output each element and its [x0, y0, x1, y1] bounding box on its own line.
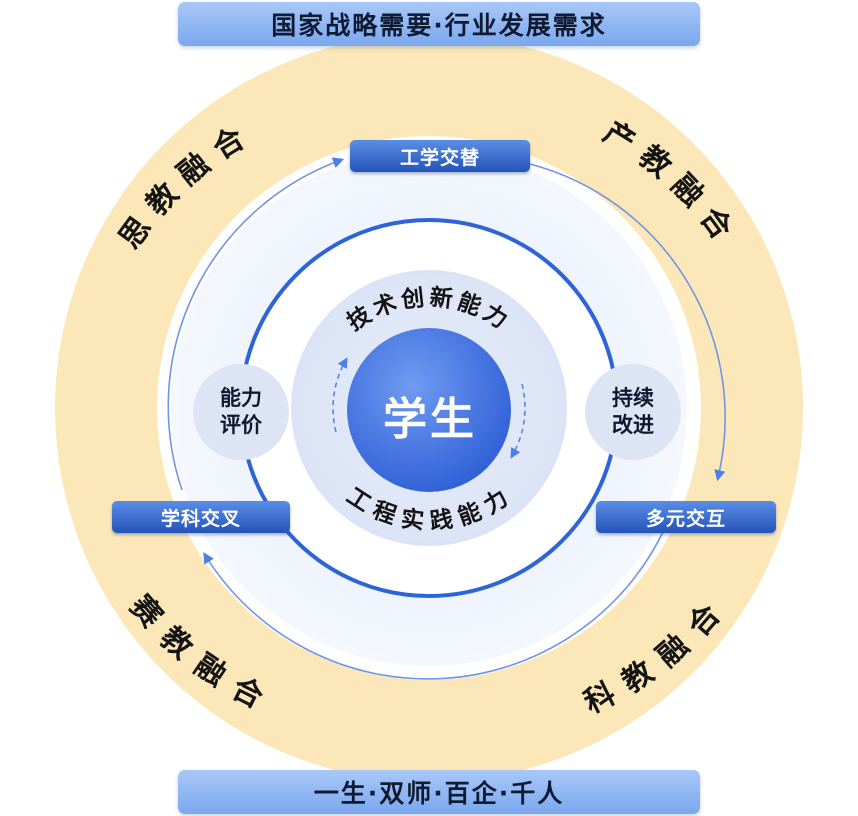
side-circle-right: 持续 改进 — [585, 364, 681, 460]
bottom-banner: 一生·双师·百企·千人 — [178, 770, 700, 814]
side-circle-left-line2: 评价 — [220, 413, 262, 437]
dashed-arrow-right — [510, 383, 526, 459]
flow-arc-right — [529, 163, 726, 482]
center-label: 学生 — [383, 394, 477, 445]
flow-arc-left — [167, 157, 345, 491]
side-circle-left-line1: 能力 — [220, 386, 262, 410]
tag-right: 多元交互 — [596, 501, 776, 533]
tag-top: 工学交替 — [350, 140, 530, 172]
side-circle-right-line1: 持续 — [612, 386, 654, 410]
top-banner: 国家战略需要·行业发展需求 — [178, 2, 700, 46]
side-circle-right-line2: 改进 — [612, 413, 654, 437]
center-circle — [347, 328, 511, 492]
flow-arc-bottom — [203, 529, 665, 680]
tag-left: 学科交叉 — [112, 501, 290, 533]
dashed-arrow-left — [332, 357, 348, 433]
side-circle-left: 能力 评价 — [193, 364, 289, 460]
